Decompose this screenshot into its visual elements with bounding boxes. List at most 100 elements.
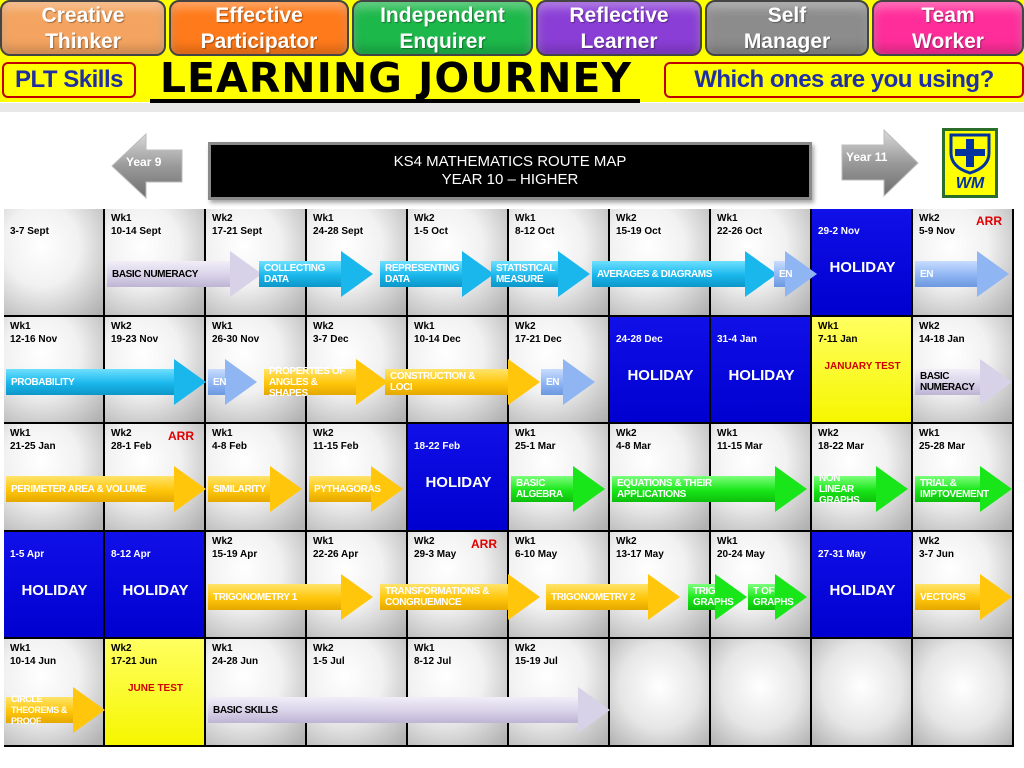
arrow-right-icon	[977, 251, 1009, 297]
week-number: Wk1	[515, 213, 536, 224]
week-dates: 11-15 Feb	[313, 441, 359, 453]
topic-label: PERIMETER AREA & VOLUME	[11, 483, 147, 495]
week-dates: 3-7 Sept	[10, 226, 49, 237]
topic-arrow: EN	[915, 251, 1009, 297]
topic-label: EN	[546, 376, 560, 388]
topic-arrow: EN	[541, 359, 595, 405]
topic-arrow: PERIMETER AREA & VOLUME	[6, 466, 206, 512]
week-number: Wk1	[10, 643, 31, 655]
shield-icon	[949, 133, 991, 175]
week-cell	[610, 639, 711, 747]
topic-arrow: REPRESENTING DATA	[380, 251, 494, 297]
week-dates: 11-15 Mar	[717, 441, 763, 453]
page-title: LEARNING JOURNEY	[159, 54, 633, 102]
week-number: Wk2	[313, 643, 334, 655]
topic-label: SIMILARITY	[213, 483, 266, 495]
week-cell: 3-7 Sept	[4, 209, 105, 317]
arrow-right-icon	[980, 466, 1012, 512]
topic-arrow: TRANSFORMATIONS & CONGRUEMNCE	[380, 574, 540, 620]
topic-arrow-shaft	[814, 476, 878, 502]
week-number: Wk2	[616, 535, 637, 547]
plt-button-independent[interactable]: Independent Enquirer	[352, 0, 533, 56]
week-number: Wk2	[111, 643, 132, 655]
topic-label: BASIC NUMERACY	[920, 371, 975, 393]
next-year-label[interactable]: Year 11	[846, 150, 888, 164]
arrow-right-icon	[558, 251, 590, 297]
topic-arrow: BASIC ALGEBRA	[511, 466, 605, 512]
topic-arrow: SIMILARITY	[208, 466, 302, 512]
week-number: Wk1	[10, 320, 31, 332]
week-number: Wk1	[414, 320, 435, 332]
holiday-label: HOLIDAY	[627, 366, 694, 384]
topic-label: EN	[920, 268, 934, 280]
week-dates: 1-5 Oct	[414, 226, 448, 237]
topic-arrow-shaft	[511, 476, 575, 502]
topic-arrow-shaft	[6, 476, 176, 502]
topic-label: EN	[779, 261, 792, 287]
week-number: Wk2	[515, 320, 536, 332]
plt-button-creative[interactable]: Creative Thinker	[0, 0, 166, 56]
topic-label: TRIGONOMETRY 2	[551, 591, 635, 603]
week-dates: 4-8 Feb	[212, 441, 248, 453]
week-dates: 29-3 May	[414, 548, 457, 560]
arrow-right-icon	[230, 251, 262, 297]
holiday-label: HOLIDAY	[728, 366, 795, 384]
week-number: Wk2	[111, 428, 132, 440]
week-dates: 10-14 Dec	[414, 333, 461, 345]
week-dates: 15-19 Jul	[515, 656, 558, 668]
topic-arrow: PROBABILITY	[6, 359, 206, 405]
arrow-right-icon	[270, 466, 302, 512]
week-number: Wk1	[717, 428, 738, 440]
topic-label: TRIG GRAPHS	[693, 586, 734, 608]
topic-arrow-shaft	[385, 369, 510, 395]
week-cell	[913, 639, 1014, 747]
holiday-label: HOLIDAY	[21, 581, 88, 599]
arrow-right-icon	[648, 574, 680, 620]
week-dates: 4-8 Mar	[616, 441, 652, 453]
topic-label: STATISTICAL MEASURE	[496, 263, 556, 285]
arrow-right-icon	[785, 251, 817, 297]
prev-year-arrow[interactable]	[111, 132, 183, 200]
week-number: Wk2	[212, 535, 233, 547]
arrow-right-icon	[356, 359, 388, 405]
arr-marker: ARR	[471, 536, 497, 551]
topic-arrow-shaft	[688, 584, 717, 610]
plt-button-self[interactable]: Self Manager	[705, 0, 869, 56]
plt-button-team[interactable]: Team Worker	[872, 0, 1024, 56]
test-label: JUNE TEST	[127, 683, 183, 695]
week-dates: 10-14 Jun	[10, 656, 57, 668]
week-dates: 28-1 Feb	[111, 441, 152, 453]
arrow-right-icon	[715, 574, 747, 620]
plt-button-effective[interactable]: Effective Participator	[169, 0, 349, 56]
next-year-arrow[interactable]	[841, 128, 919, 198]
arrow-right-icon	[980, 359, 1012, 405]
prev-year-label[interactable]: Year 9	[126, 155, 162, 169]
week-dates: 22-26 Oct	[717, 226, 763, 237]
week-dates: 15-19 Oct	[616, 226, 662, 237]
week-dates: 22-26 Apr	[313, 548, 359, 560]
plt-question-label: Which ones are you using?	[664, 62, 1024, 98]
week-number: Wk1	[10, 428, 31, 440]
arrow-right-icon	[508, 574, 540, 620]
plt-button-reflective[interactable]: Reflective Learner	[536, 0, 702, 56]
week-number: Wk1	[515, 535, 536, 547]
topic-arrow: T OF GRAPHS	[748, 574, 807, 620]
arrow-right-icon	[573, 466, 605, 512]
week-number: Wk2	[313, 428, 334, 440]
week-dates: 21-25 Jan	[10, 441, 56, 453]
week-dates: 1-5 Apr	[10, 548, 45, 560]
topic-arrow: BASIC NUMERACY	[107, 251, 262, 297]
route-map-title: KS4 MATHEMATICS ROUTE MAP YEAR 10 – HIGH…	[208, 142, 812, 200]
topic-label: VECTORS	[920, 591, 966, 603]
week-dates: 13-17 May	[616, 548, 664, 560]
holiday-label: HOLIDAY	[829, 581, 896, 599]
topic-label: TRIGONOMETRY 1	[213, 591, 297, 603]
topic-arrow: VECTORS	[915, 574, 1012, 620]
week-dates: 26-30 Nov	[212, 333, 260, 345]
test-label: JANUARY TEST	[824, 360, 901, 372]
